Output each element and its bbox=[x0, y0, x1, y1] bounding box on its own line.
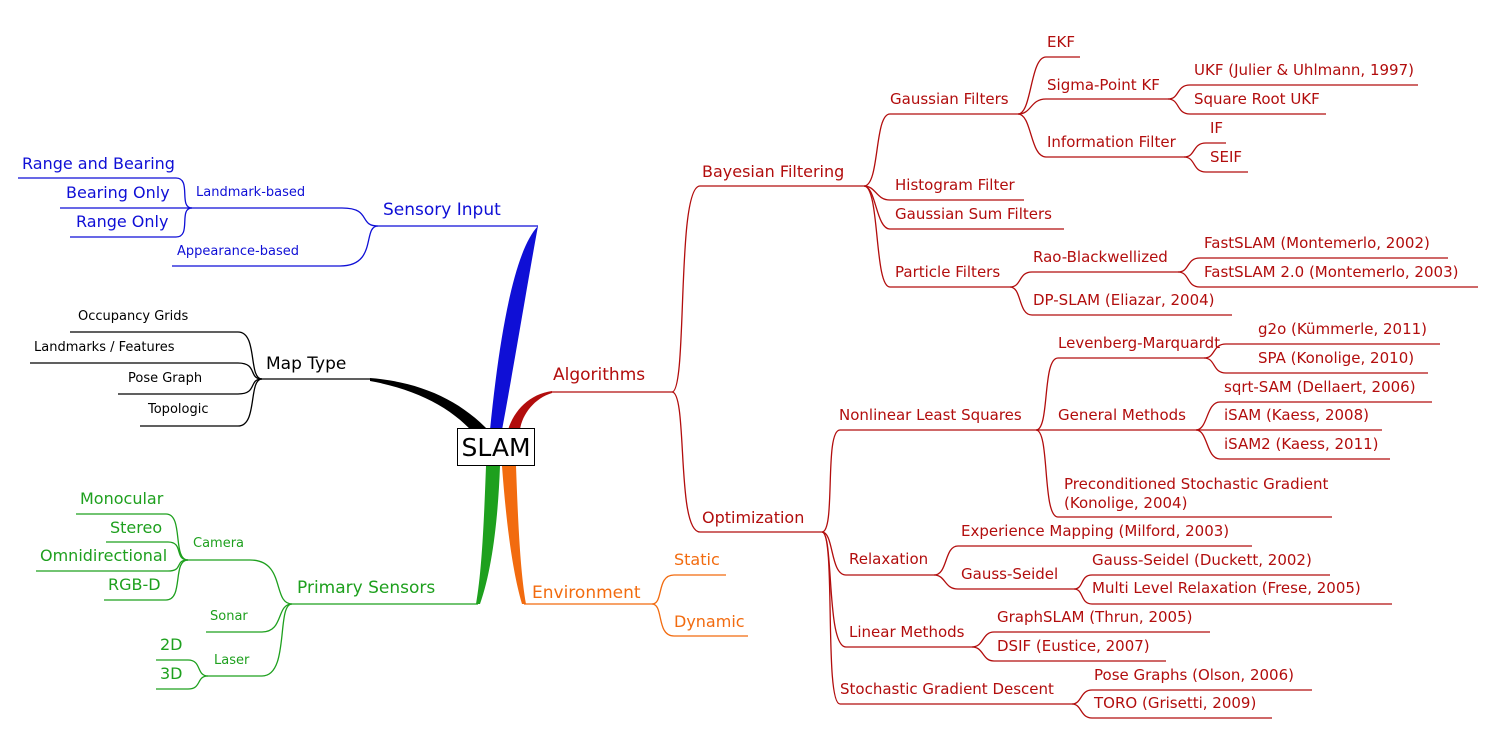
landmark-based-label: Landmark-based bbox=[196, 185, 306, 200]
central-topic-slam: SLAM bbox=[457, 428, 535, 466]
environment-label: Environment bbox=[532, 583, 641, 603]
camera-item: Monocular bbox=[80, 489, 164, 508]
sensors-petal bbox=[476, 466, 500, 604]
gaussian-filters-label: Gaussian Filters bbox=[890, 90, 1009, 108]
sonar-label: Sonar bbox=[210, 609, 248, 624]
toro-label: TORO (Grisetti, 2009) bbox=[1094, 694, 1257, 712]
linear-methods-label: Linear Methods bbox=[849, 623, 965, 641]
camera-item: Omnidirectional bbox=[40, 546, 168, 565]
range-and-bearing-label: Range and Bearing bbox=[22, 154, 175, 173]
environment-item: Static bbox=[674, 550, 720, 569]
sigma-point-kf-label: Sigma-Point KF bbox=[1047, 76, 1160, 94]
sqrt-sam-label: sqrt-SAM (Dellaert, 2006) bbox=[1224, 378, 1416, 396]
graphslam-label: GraphSLAM (Thrun, 2005) bbox=[997, 608, 1193, 626]
g2o-label: g2o (Kümmerle, 2011) bbox=[1258, 320, 1428, 338]
sensory-wires bbox=[18, 177, 538, 267]
relaxation-label: Relaxation bbox=[849, 550, 929, 568]
preconditioned-sgd-label-line2: (Konolige, 2004) bbox=[1064, 494, 1188, 512]
fastslam-label: FastSLAM (Montemerlo, 2002) bbox=[1204, 234, 1430, 252]
environment-item: Dynamic bbox=[674, 612, 745, 631]
sensory-input-label: Sensory Input bbox=[383, 200, 501, 220]
multi-level-relaxation-label: Multi Level Relaxation (Frese, 2005) bbox=[1092, 579, 1361, 597]
optimization-label: Optimization bbox=[702, 508, 805, 527]
experience-mapping-label: Experience Mapping (Milford, 2003) bbox=[961, 522, 1230, 540]
map-type-item: Landmarks / Features bbox=[34, 340, 175, 355]
env-petal bbox=[502, 466, 526, 604]
sensors-wires bbox=[36, 513, 478, 690]
bayesian-filtering-label: Bayesian Filtering bbox=[702, 162, 845, 181]
map-type-item: Topologic bbox=[148, 402, 209, 417]
appearance-based-label: Appearance-based bbox=[177, 244, 299, 259]
range-only-label: Range Only bbox=[76, 212, 169, 231]
seif-label: SEIF bbox=[1210, 148, 1243, 166]
map-type-item: Pose Graph bbox=[128, 371, 203, 386]
sensory-petal bbox=[490, 226, 538, 430]
map-wires bbox=[30, 331, 370, 427]
camera-label: Camera bbox=[193, 536, 245, 551]
fastslam2-label: FastSLAM 2.0 (Montemerlo, 2003) bbox=[1204, 263, 1459, 281]
algo-petal bbox=[508, 391, 552, 430]
isam-label: iSAM (Kaess, 2008) bbox=[1224, 406, 1369, 424]
general-methods-label: General Methods bbox=[1058, 406, 1186, 424]
algorithms-label: Algorithms bbox=[553, 365, 646, 385]
camera-item: Stereo bbox=[110, 518, 163, 537]
ekf-label: EKF bbox=[1047, 33, 1075, 51]
levenberg-marquardt-label: Levenberg-Marquardt bbox=[1058, 334, 1221, 352]
gauss-seidel-duckett-label: Gauss-Seidel (Duckett, 2002) bbox=[1092, 551, 1312, 569]
if-label: IF bbox=[1210, 119, 1224, 137]
square-root-ukf-label: Square Root UKF bbox=[1194, 90, 1320, 108]
particle-filters-label: Particle Filters bbox=[895, 263, 1001, 281]
map-type-item: Occupancy Grids bbox=[78, 309, 189, 324]
rao-blackwellized-label: Rao-Blackwellized bbox=[1033, 248, 1168, 266]
env-wires bbox=[524, 574, 748, 637]
laser-label: Laser bbox=[214, 653, 250, 668]
isam2-label: iSAM2 (Kaess, 2011) bbox=[1224, 435, 1379, 453]
spa-label: SPA (Konolige, 2010) bbox=[1258, 349, 1415, 367]
algo-wires bbox=[552, 56, 1478, 719]
dsif-label: DSIF (Eustice, 2007) bbox=[997, 637, 1150, 655]
bearing-only-label: Bearing Only bbox=[66, 183, 170, 202]
ukf-label: UKF (Julier & Uhlmann, 1997) bbox=[1194, 61, 1414, 79]
dp-slam-label: DP-SLAM (Eliazar, 2004) bbox=[1033, 291, 1215, 309]
nonlinear-least-squares-label: Nonlinear Least Squares bbox=[839, 406, 1022, 424]
laser-item: 2D bbox=[160, 635, 183, 654]
primary-sensors-label: Primary Sensors bbox=[297, 578, 436, 598]
camera-item: RGB-D bbox=[108, 575, 161, 594]
gauss-seidel-label: Gauss-Seidel bbox=[961, 565, 1059, 583]
preconditioned-sgd-label-line1: Preconditioned Stochastic Gradient bbox=[1064, 475, 1329, 493]
pose-graphs-label: Pose Graphs (Olson, 2006) bbox=[1094, 666, 1294, 684]
gaussian-sum-filters-label: Gaussian Sum Filters bbox=[895, 205, 1052, 223]
laser-item: 3D bbox=[160, 664, 183, 683]
map-type-label: Map Type bbox=[266, 354, 347, 374]
information-filter-label: Information Filter bbox=[1047, 133, 1176, 151]
stochastic-gradient-descent-label: Stochastic Gradient Descent bbox=[840, 680, 1054, 698]
histogram-filter-label: Histogram Filter bbox=[895, 176, 1015, 194]
